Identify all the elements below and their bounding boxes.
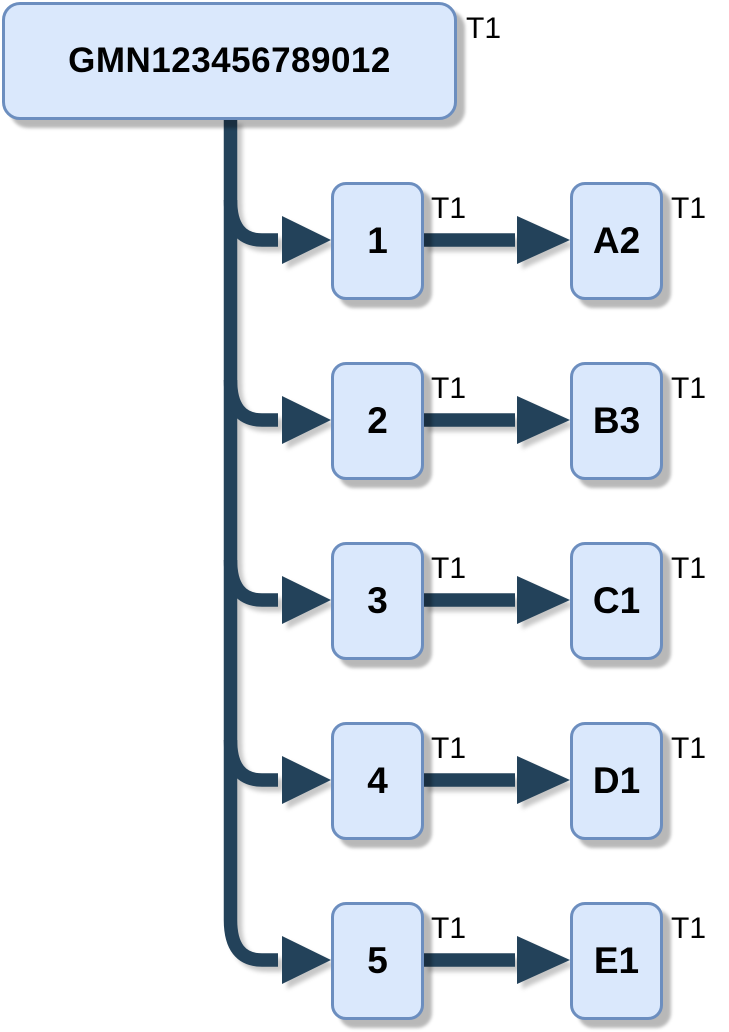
edge-arrowhead-icon xyxy=(517,756,570,804)
node-target[interactable]: C1 xyxy=(570,542,663,660)
node-source[interactable]: 1 xyxy=(331,182,424,300)
branch-connector[interactable] xyxy=(223,199,279,247)
node-target-tag: T1 xyxy=(671,912,707,945)
branch-arrowhead-icon xyxy=(282,576,331,624)
edge-arrowhead-icon xyxy=(517,216,570,264)
branch-connector[interactable] xyxy=(223,379,279,427)
branch-row: 4 T1 D1 T1 xyxy=(0,722,729,840)
edge-arrowhead-icon xyxy=(517,396,570,444)
branch-connector[interactable] xyxy=(223,919,279,967)
node-target[interactable]: E1 xyxy=(570,902,663,1020)
node-source[interactable]: 4 xyxy=(331,722,424,840)
node-root-tag: T1 xyxy=(466,12,502,45)
node-source-tag: T1 xyxy=(431,552,467,585)
node-source[interactable]: 3 xyxy=(331,542,424,660)
branch-arrowhead-icon xyxy=(282,936,331,984)
branch-row: 1 T1 A2 T1 xyxy=(0,182,729,300)
node-root[interactable]: GMN123456789012 xyxy=(2,2,457,120)
node-target-tag: T1 xyxy=(671,192,707,225)
node-source[interactable]: 2 xyxy=(331,362,424,480)
branch-edge-group xyxy=(223,199,570,264)
branch-row: 2 T1 B3 T1 xyxy=(0,362,729,480)
node-source[interactable]: 5 xyxy=(331,902,424,1020)
node-target[interactable]: B3 xyxy=(570,362,663,480)
edge-arrowhead-icon xyxy=(517,576,570,624)
branch-edge-group xyxy=(223,379,570,444)
edge-arrowhead-icon xyxy=(517,936,570,984)
node-target[interactable]: D1 xyxy=(570,722,663,840)
branch-arrowhead-icon xyxy=(282,756,331,804)
node-target[interactable]: A2 xyxy=(570,182,663,300)
branch-arrowhead-icon xyxy=(282,216,331,264)
branch-edge-group xyxy=(223,559,570,624)
node-source-tag: T1 xyxy=(431,732,467,765)
node-target-tag: T1 xyxy=(671,732,707,765)
branch-edge-group xyxy=(223,739,570,804)
branch-connector[interactable] xyxy=(223,559,279,607)
node-target-tag: T1 xyxy=(671,552,707,585)
branch-connector[interactable] xyxy=(223,739,279,787)
node-source-tag: T1 xyxy=(431,372,467,405)
branch-arrowhead-icon xyxy=(282,396,331,444)
branch-edge-group xyxy=(223,919,570,984)
branch-row: 5 T1 E1 T1 xyxy=(0,902,729,1020)
node-target-tag: T1 xyxy=(671,372,707,405)
branch-row: 3 T1 C1 T1 xyxy=(0,542,729,660)
node-source-tag: T1 xyxy=(431,912,467,945)
node-source-tag: T1 xyxy=(431,192,467,225)
